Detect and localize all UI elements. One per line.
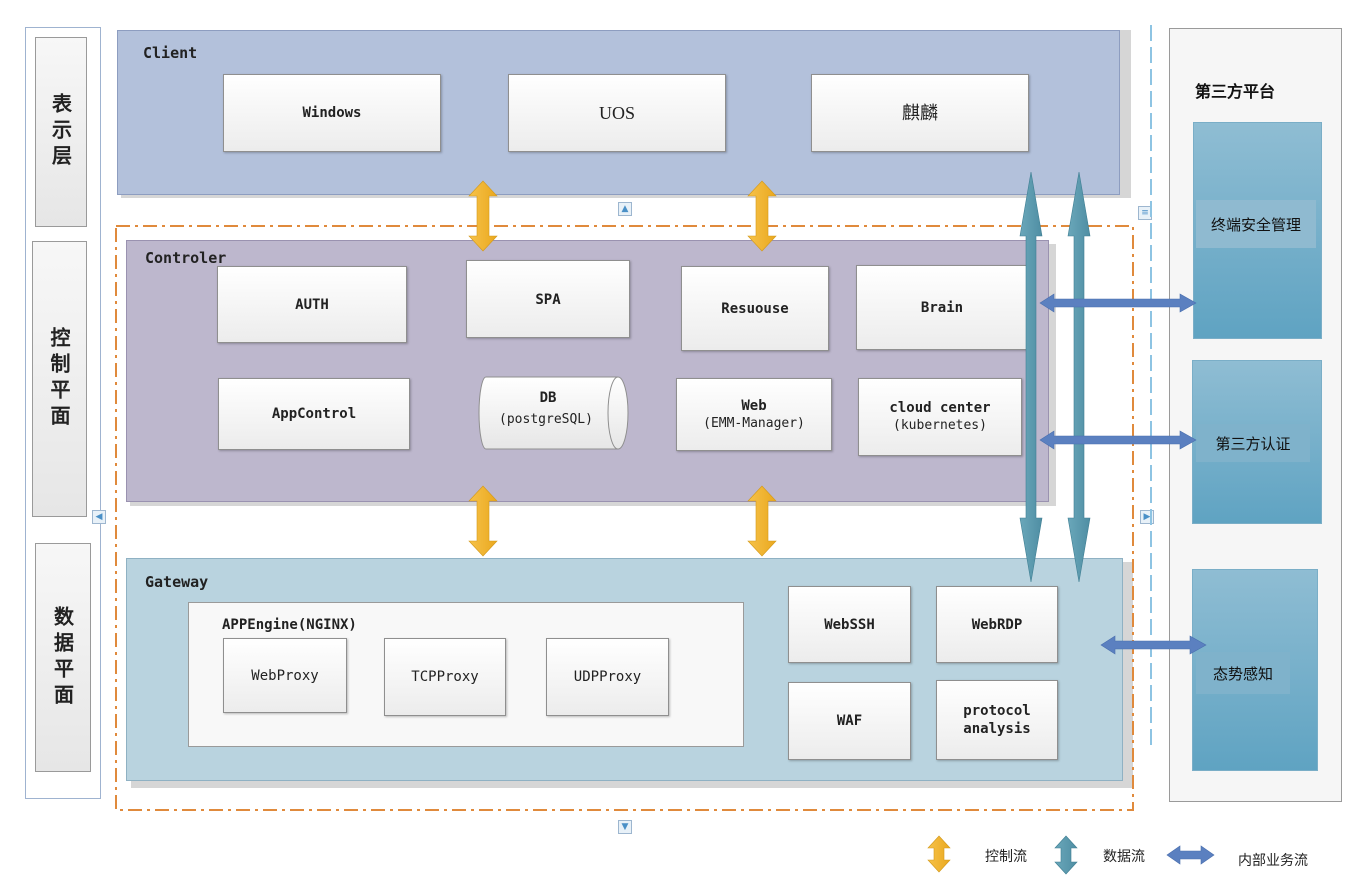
scroll-left-icon[interactable]: ◀ [92, 510, 106, 524]
controler-cloud-center: cloud center (kubernetes) [858, 378, 1022, 456]
control-arrow-4 [747, 485, 777, 557]
db-label: DB [539, 390, 557, 406]
legend-internal-flow: 内部业务流 [1238, 853, 1308, 869]
controler-db-cylinder [478, 376, 630, 450]
layer-presentation: 表示层 [35, 37, 87, 227]
gateway-webrdp: WebRDP [936, 586, 1058, 663]
control-arrow-3 [468, 485, 498, 557]
appengine-title: APPEngine(NGINX) [222, 617, 357, 633]
controler-auth: AUTH [217, 266, 407, 343]
scroll-up-icon[interactable]: ▲ [618, 202, 632, 216]
control-arrow-2 [747, 180, 777, 252]
internal-arrow-3 [1100, 635, 1207, 655]
internal-arrow-2 [1039, 430, 1197, 450]
controller-data-boundary [115, 225, 1134, 811]
client-uos: UOS [508, 74, 726, 152]
gateway-udpproxy: UDPProxy [546, 638, 669, 716]
third-party-situation: 态势感知 [1196, 652, 1290, 694]
controler-title: Controler [145, 249, 227, 267]
legend-data-arrow-icon [1054, 835, 1078, 875]
gateway-tcpproxy: TCPProxy [384, 638, 506, 716]
gateway-title: Gateway [145, 573, 209, 591]
db-sublabel: (postgreSQL) [499, 412, 593, 427]
internal-arrow-1 [1039, 293, 1197, 313]
gateway-webssh: WebSSH [788, 586, 911, 663]
gateway-protocol-analysis: protocol analysis [936, 680, 1058, 760]
client-kylin: 麒麟 [811, 74, 1029, 152]
gateway-webproxy: WebProxy [223, 638, 347, 713]
controler-brain: Brain [856, 265, 1028, 350]
layer-data-plane: 数据平面 [35, 543, 91, 772]
cloud-sublabel: (kubernetes) [893, 418, 987, 433]
data-arrow-1 [1019, 171, 1043, 583]
layer-control-plane: 控制平面 [32, 241, 87, 517]
controler-resource: Resuouse [681, 266, 829, 351]
third-party-endpoint: 终端安全管理 [1196, 200, 1316, 248]
third-party-auth: 第三方认证 [1196, 424, 1310, 462]
controler-appcontrol: AppControl [218, 378, 410, 450]
legend-control-flow: 控制流 [985, 849, 1027, 865]
cloud-label: cloud center [889, 400, 991, 416]
controler-web: Web (EMM-Manager) [676, 378, 832, 451]
menu-icon[interactable]: ≡ [1138, 206, 1152, 220]
legend-data-flow: 数据流 [1103, 849, 1145, 865]
web-label: Web [741, 397, 767, 414]
client-title: Client [143, 44, 198, 62]
legend-internal-arrow-icon [1166, 845, 1215, 865]
scroll-down-icon[interactable]: ▼ [618, 820, 632, 834]
legend-control-arrow-icon [927, 835, 951, 873]
controler-spa: SPA [466, 260, 630, 338]
web-sublabel: (EMM-Manager) [703, 415, 805, 431]
data-arrow-2 [1067, 171, 1091, 583]
third-party-title: 第三方平台 [1195, 82, 1276, 101]
control-arrow-1 [468, 180, 498, 252]
gateway-waf: WAF [788, 682, 911, 760]
client-windows: Windows [223, 74, 441, 152]
db-cylinder-shape [478, 376, 629, 450]
